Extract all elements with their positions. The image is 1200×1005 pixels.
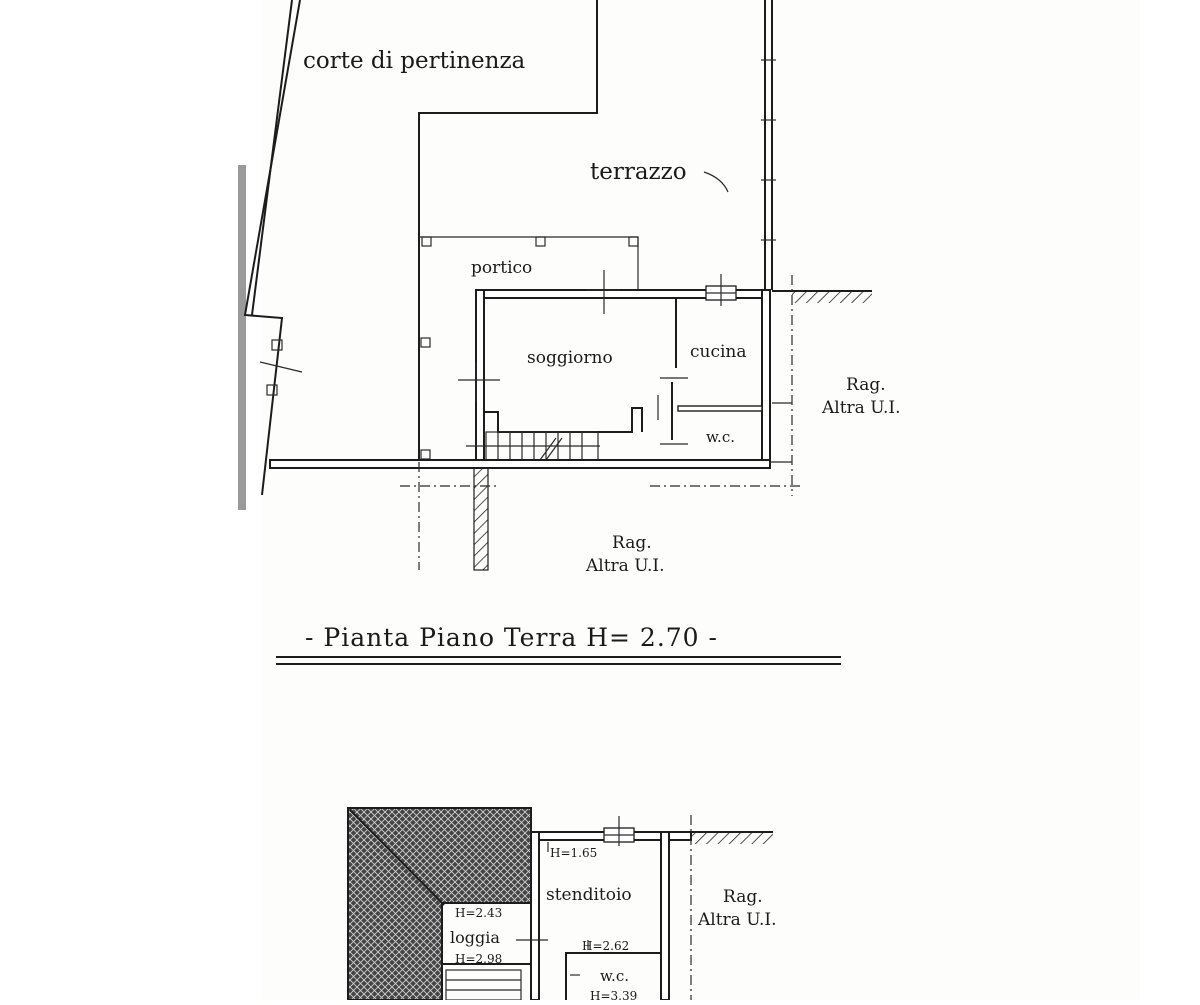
ground-floor-stairs xyxy=(466,431,600,461)
label-kitchen: cucina xyxy=(690,342,747,362)
label-drying-room: stenditoio xyxy=(546,885,632,905)
label-porch: portico xyxy=(471,258,532,278)
height-label-3: H=2.98 xyxy=(455,952,502,966)
ground-floor-title: - Pianta Piano Terra H= 2.70 - xyxy=(305,623,718,652)
label-neighbor-east-ff-2: Altra U.I. xyxy=(697,910,777,930)
label-neighbor-east-ff-1: Rag. xyxy=(723,887,763,907)
label-living-room: soggiorno xyxy=(527,348,613,368)
label-neighbor-south-2: Altra U.I. xyxy=(585,556,665,576)
height-label-1: H=1.65 xyxy=(550,846,597,860)
label-neighbor-south-1: Rag. xyxy=(612,533,652,553)
height-label-5: H=3.39 xyxy=(590,989,637,1000)
ground-floor-plan xyxy=(243,0,872,571)
label-court: corte di pertinenza xyxy=(303,48,526,74)
label-loggia: loggia xyxy=(450,928,500,947)
scan-edge xyxy=(238,165,246,510)
label-wc-ground: w.c. xyxy=(706,428,735,446)
label-neighbor-east-1: Rag. xyxy=(846,375,886,395)
railing-posts xyxy=(761,59,776,241)
height-label-2: H=2.43 xyxy=(455,906,502,920)
label-wc-first: w.c. xyxy=(600,967,629,985)
height-label-4: H=2.62 xyxy=(582,939,629,953)
label-neighbor-east-2: Altra U.I. xyxy=(821,398,901,418)
label-terrace: terrazzo xyxy=(590,159,687,185)
